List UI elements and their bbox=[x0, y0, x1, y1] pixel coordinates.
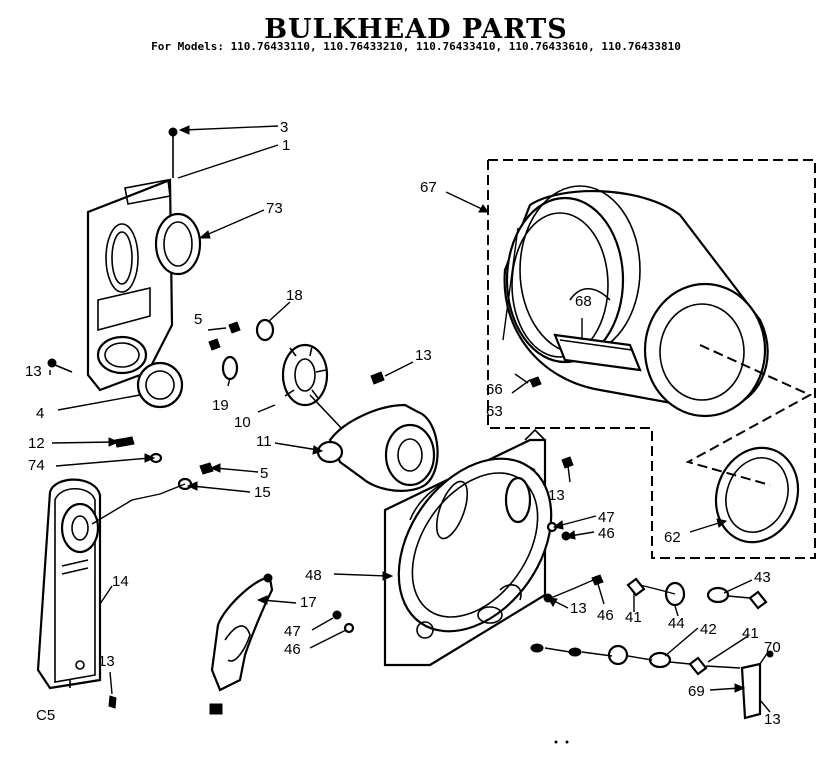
callout-13: 13 bbox=[548, 487, 565, 504]
callout-14: 14 bbox=[112, 573, 129, 590]
screw-3 bbox=[168, 127, 178, 178]
callout-69: 69 bbox=[688, 683, 705, 700]
bulkhead-48 bbox=[383, 428, 553, 667]
drum-assembly-box bbox=[487, 159, 816, 559]
callout-labels: 3 1 73 67 18 5 13 68 66 63 13 4 19 10 11… bbox=[25, 119, 781, 728]
callout-62: 62 bbox=[664, 529, 681, 546]
callout-46: 46 bbox=[598, 525, 615, 542]
callout-18: 18 bbox=[286, 287, 303, 304]
callout-67: 67 bbox=[420, 179, 437, 196]
callout-73: 73 bbox=[266, 200, 283, 217]
callout-5: 5 bbox=[260, 465, 268, 482]
blower-wheel-10 bbox=[281, 343, 329, 407]
front-panel-part bbox=[86, 178, 174, 392]
callout-41: 41 bbox=[625, 609, 642, 626]
callout-15: 15 bbox=[254, 484, 271, 501]
seal-ring-62 bbox=[714, 446, 800, 544]
callout-11: 11 bbox=[256, 433, 272, 450]
screw-66 bbox=[529, 376, 542, 388]
hardware-47-46-right bbox=[546, 521, 571, 541]
callout-43: 43 bbox=[754, 569, 771, 586]
callout-13: 13 bbox=[764, 711, 781, 728]
callout-46: 46 bbox=[597, 607, 614, 624]
callout-13: 13 bbox=[25, 363, 42, 380]
callout-c5: C5 bbox=[36, 707, 55, 724]
callout-13: 13 bbox=[570, 600, 587, 617]
callout-48: 48 bbox=[305, 567, 322, 584]
leader-lines bbox=[49, 125, 771, 713]
callout-17: 17 bbox=[300, 594, 317, 611]
callout-13: 13 bbox=[98, 653, 115, 670]
page-title: BULKHEAD PARTS bbox=[264, 14, 568, 45]
callout-47: 47 bbox=[284, 623, 301, 640]
screw-13-left bbox=[47, 358, 73, 373]
callout-19: 19 bbox=[212, 397, 229, 414]
callout-3: 3 bbox=[280, 119, 288, 136]
part-17 bbox=[209, 573, 274, 715]
models-list: For Models: 110.76433110, 110.76433210, … bbox=[151, 40, 681, 53]
callout-46: 46 bbox=[284, 641, 301, 658]
callout-66: 66 bbox=[486, 381, 503, 398]
blower-housing-11 bbox=[316, 403, 439, 492]
callout-5: 5 bbox=[194, 311, 202, 328]
callout-47: 47 bbox=[598, 509, 615, 526]
callout-10: 10 bbox=[234, 414, 251, 431]
screw-13-mid bbox=[370, 371, 385, 385]
callout-13: 13 bbox=[415, 347, 432, 364]
screw-13-bottom bbox=[108, 695, 117, 709]
callout-12: 12 bbox=[28, 435, 45, 452]
screw-13-right bbox=[561, 456, 574, 469]
hardware-5-18 bbox=[208, 318, 275, 381]
hardware-47-46-left bbox=[332, 610, 355, 634]
seal-ring-73 bbox=[154, 212, 202, 276]
drum-67 bbox=[503, 185, 769, 418]
plate-14 bbox=[36, 478, 102, 690]
callout-42: 42 bbox=[700, 621, 717, 638]
callout-68: 68 bbox=[575, 293, 592, 310]
callout-44: 44 bbox=[668, 615, 685, 632]
callout-1: 1 bbox=[282, 137, 290, 154]
callout-63: 63 bbox=[486, 403, 503, 420]
callout-70: 70 bbox=[764, 639, 781, 656]
callout-74: 74 bbox=[28, 457, 45, 474]
lower-hardware bbox=[530, 574, 774, 720]
ring-4 bbox=[136, 361, 184, 409]
callout-4: 4 bbox=[36, 405, 44, 422]
callout-41: 41 bbox=[742, 625, 759, 642]
